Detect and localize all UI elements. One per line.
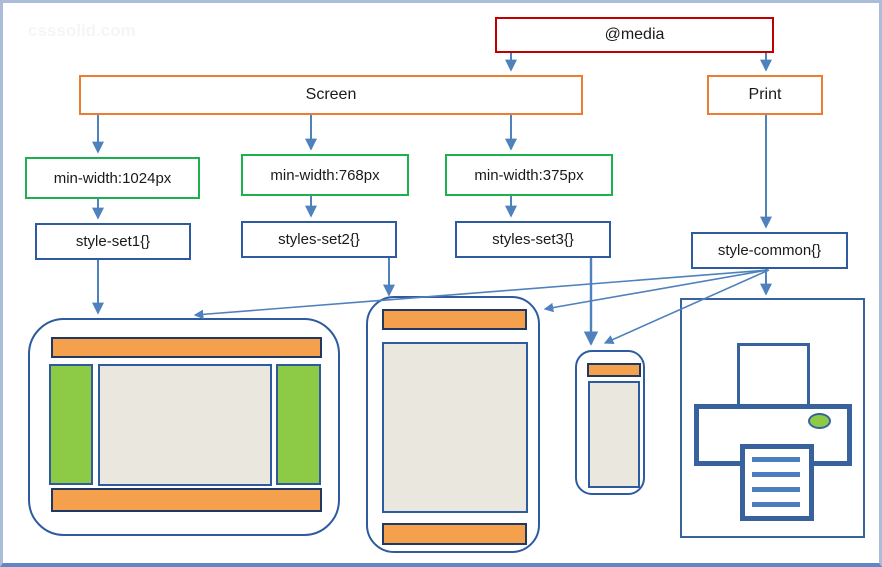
phone-content-area <box>588 381 640 488</box>
tablet-content-area <box>382 342 528 513</box>
tablet-header-bar <box>382 309 527 330</box>
tablet-layout-mockup <box>366 296 540 553</box>
desktop-left-sidebar <box>49 364 93 485</box>
node-print: Print <box>707 75 823 115</box>
node-min-width-375: min-width:375px <box>445 154 613 196</box>
desktop-content-area <box>98 364 272 486</box>
node-style-set1: style-set1{} <box>35 223 191 260</box>
node-style-common: style-common{} <box>691 232 848 269</box>
desktop-header-bar <box>51 337 322 358</box>
desktop-right-sidebar <box>276 364 321 485</box>
node-screen: Screen <box>79 75 583 115</box>
printer-mockup <box>680 298 865 538</box>
node-min-width-1024: min-width:1024px <box>25 157 200 199</box>
printed-text-line <box>752 487 800 492</box>
printer-led-icon <box>808 413 831 429</box>
printed-text-line <box>752 502 800 507</box>
phone-layout-mockup <box>575 350 645 495</box>
node-styles-set3: styles-set3{} <box>455 221 611 258</box>
desktop-footer-bar <box>51 488 322 512</box>
printer-output-page-icon <box>740 444 814 521</box>
printer-paper-input-icon <box>737 343 810 407</box>
printed-text-line <box>752 457 800 462</box>
printed-text-line <box>752 472 800 477</box>
desktop-layout-mockup <box>28 318 340 536</box>
watermark: csssolid.com <box>28 21 136 40</box>
phone-header-bar <box>587 363 641 377</box>
node-at-media: @media <box>495 17 774 53</box>
tablet-footer-bar <box>382 523 527 545</box>
node-styles-set2: styles-set2{} <box>241 221 397 258</box>
node-min-width-768: min-width:768px <box>241 154 409 196</box>
